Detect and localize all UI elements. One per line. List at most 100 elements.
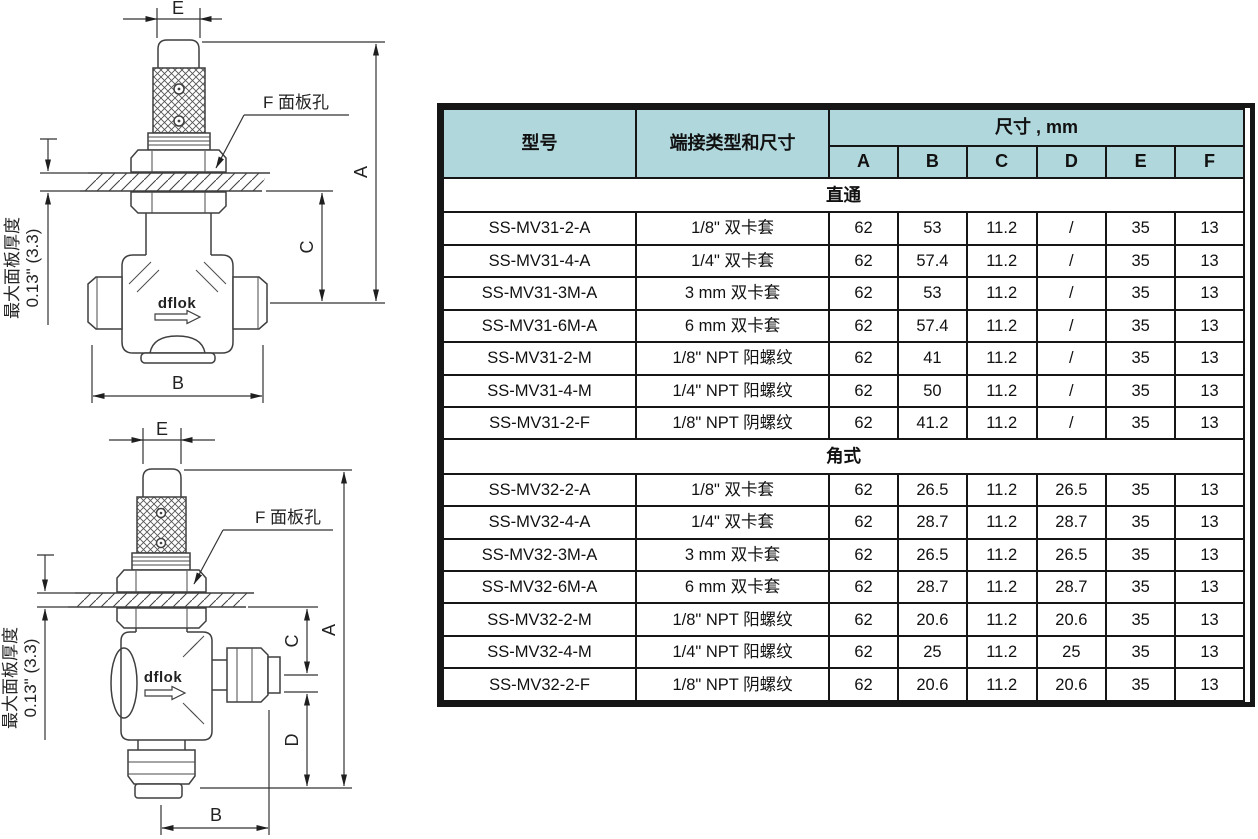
model-cell: SS-MV32-2-A (441, 472, 638, 508)
column-header-dimensions: 尺寸 , mm (828, 108, 1245, 147)
end-connection-cell: 3 mm 双卡套 (635, 537, 831, 573)
dimension-cell: 28.7 (1035, 505, 1108, 540)
section-row: 角式 (442, 438, 1245, 475)
dimension-cell: 35 (1105, 505, 1177, 540)
dimension-label-b: B (172, 373, 184, 393)
dimension-cell: 41 (896, 341, 968, 376)
model-cell: SS-MV31-2-F (441, 405, 638, 441)
side-port-fitting (212, 647, 281, 703)
left-port (87, 276, 123, 330)
dimension-cell: 11.2 (965, 308, 1038, 344)
dimension-cell: 11.2 (965, 570, 1038, 605)
column-header-end-connection: 端接类型和尺寸 (635, 108, 831, 179)
end-connection-cell: 1/4" NPT 阳螺纹 (635, 634, 831, 670)
dimension-cell: 35 (1105, 405, 1177, 441)
model-cell: SS-MV32-4-A (441, 505, 638, 540)
dimension-cell: 35 (1105, 211, 1177, 246)
dimension-cell: 20.6 (1035, 602, 1108, 637)
end-connection-cell: 1/8" NPT 阳螺纹 (635, 341, 831, 376)
flow-arrow-icon (144, 685, 187, 701)
section-title: 角式 (442, 438, 1245, 475)
dimension-cell: 11.2 (965, 341, 1038, 376)
dimension-cell: 11.2 (965, 373, 1038, 408)
end-connection-cell: 1/8" 双卡套 (635, 211, 831, 246)
dimension-cell: 13 (1174, 308, 1245, 344)
dimension-cell: 35 (1105, 373, 1177, 408)
dimension-label-c: C (297, 241, 317, 254)
dimension-cell: 62 (828, 211, 899, 246)
dimension-cell: 13 (1174, 276, 1245, 311)
dimension-cell: 62 (828, 667, 899, 702)
dimension-cell: 13 (1174, 211, 1245, 246)
panel-nut-group (116, 569, 207, 629)
model-cell: SS-MV32-4-M (441, 634, 638, 670)
panel-group (80, 172, 270, 192)
dimension-cell: 11.2 (965, 211, 1038, 246)
dimension-cell: 11.2 (965, 537, 1038, 573)
dimension-cell: 62 (828, 602, 899, 637)
dimension-cell: 35 (1105, 537, 1177, 573)
dimension-cell: 62 (828, 537, 899, 573)
dimension-cell: 11.2 (965, 667, 1038, 702)
valve-body-group: dflok (87, 213, 268, 364)
model-cell: SS-MV32-6M-A (441, 570, 638, 605)
dimension-cell: 13 (1174, 373, 1245, 408)
dimension-cell: 20.6 (896, 667, 968, 702)
dimension-cell: 11.2 (965, 405, 1038, 441)
dimension-cell: 62 (828, 373, 899, 408)
dimension-cell: 20.6 (896, 602, 968, 637)
dimension-cell: 13 (1174, 634, 1245, 670)
dimension-cell: / (1035, 405, 1108, 441)
dimension-cell: 28.7 (1035, 570, 1108, 605)
model-cell: SS-MV31-4-M (441, 373, 638, 408)
dimension-cell: 53 (896, 211, 968, 246)
dimension-cell: 62 (828, 341, 899, 376)
dimension-cell: 35 (1105, 308, 1177, 344)
straight-valve-diagram: dflok E A C B F 面板孔 最大面板厚度 (3, 0, 385, 403)
dimension-cell: 11.2 (965, 602, 1038, 637)
dimension-cell: / (1035, 341, 1108, 376)
end-connection-cell: 1/8" NPT 阴螺纹 (635, 667, 831, 702)
end-connection-cell: 1/4" 双卡套 (635, 505, 831, 540)
dimension-cell: 25 (896, 634, 968, 670)
dimension-label-a: A (319, 624, 339, 636)
dimension-cell: 11.2 (965, 276, 1038, 311)
model-cell: SS-MV31-4-A (441, 243, 638, 279)
panel-thickness-label: 最大面板厚度 (3, 217, 22, 319)
dimension-cell: 50 (896, 373, 968, 408)
dimension-cell: 13 (1174, 537, 1245, 573)
flow-arrow-icon (154, 309, 202, 325)
panel-hole-label: F 面板孔 (263, 93, 329, 112)
column-header-dim-a: A (828, 145, 899, 179)
dimension-label-e: E (156, 420, 168, 439)
column-header-dim-d: D (1035, 145, 1108, 179)
column-header-dim-b: B (896, 145, 968, 179)
panel-nut-group (130, 149, 227, 214)
dimension-cell: 62 (828, 472, 899, 508)
model-cell: SS-MV31-3M-A (441, 276, 638, 311)
dimension-cell: / (1035, 211, 1108, 246)
dimension-cell: 35 (1105, 570, 1177, 605)
dimension-cell: 57.4 (896, 308, 968, 344)
dimension-cell: / (1035, 276, 1108, 311)
dimension-cell: 13 (1174, 570, 1245, 605)
dimension-cell: 11.2 (965, 505, 1038, 540)
dimension-cell: 28.7 (896, 505, 968, 540)
dimension-cell: 11.2 (965, 243, 1038, 279)
model-cell: SS-MV31-2-M (441, 341, 638, 376)
end-connection-cell: 6 mm 双卡套 (635, 308, 831, 344)
column-header-model: 型号 (441, 108, 638, 179)
dimension-cell: 20.6 (1035, 667, 1108, 702)
dimension-cell: 62 (828, 634, 899, 670)
column-header-dim-c: C (965, 145, 1038, 179)
dimension-cell: 35 (1105, 341, 1177, 376)
panel-thickness-value: 0.13" (3.3) (21, 639, 40, 718)
end-connection-cell: 1/4" NPT 阳螺纹 (635, 373, 831, 408)
